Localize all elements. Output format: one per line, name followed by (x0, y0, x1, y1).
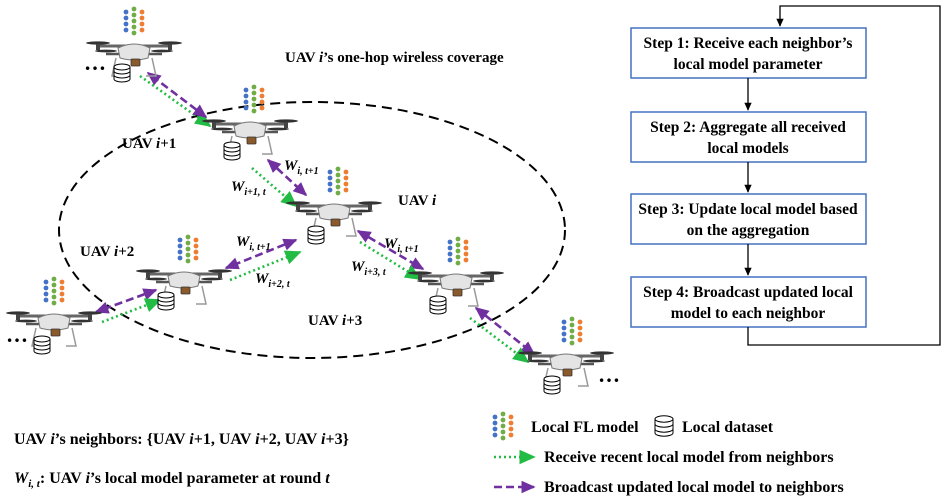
dataset-icon (33, 335, 51, 355)
coverage-ellipse (58, 101, 566, 359)
weight-label-i3-t: Wi+3, t (351, 259, 387, 278)
step-3-box: Step 3: Update local model based on the … (630, 193, 867, 245)
step-2-line-2: local models (707, 140, 788, 157)
step-3-line-2: on the aggregation (687, 222, 810, 239)
uav-i1 (200, 84, 300, 161)
drone-icon (200, 117, 300, 156)
flow-loop-arrow (747, 5, 941, 346)
fl-model-icon (123, 6, 145, 36)
weight-definition-note: Wi, t: UAV i’s local model parameter at … (14, 470, 330, 490)
fl-model-icon (177, 234, 199, 264)
uav-i1-label: UAV i+1 (122, 136, 176, 152)
receive-arrow-i3 (359, 240, 422, 281)
step-4-line-2: model to each neighbor (671, 305, 826, 322)
coverage-label: UAV i’s one-hop wireless coverage (285, 50, 504, 66)
neighbors-note: UAV i’s neighbors: {UAV i+1, UAV i+2, UA… (14, 431, 349, 448)
drone-icon (406, 269, 506, 308)
step-3-line-1: Step 3: Update local model based (638, 201, 858, 218)
step-1-box: Step 1: Receive each neighbor’s local mo… (630, 27, 867, 79)
legend-fl-model-label: Local FL model (531, 419, 639, 436)
uav-i2 (134, 234, 234, 311)
broadcast-arrow-right (474, 306, 536, 356)
dataset-icon (543, 375, 561, 395)
ellipsis-top-left: … (84, 50, 106, 75)
drone-icon (284, 199, 384, 238)
legend-dataset-icon (654, 415, 674, 437)
receive-arrow-left (101, 298, 162, 324)
dataset-icon (429, 295, 447, 315)
dataset-icon (157, 291, 175, 311)
broadcast-arrow-top-left (146, 71, 208, 119)
uav-i-label: UAV i (398, 193, 437, 209)
weight-label-i1-t: Wi+1, t (231, 179, 267, 198)
step-4-line-1: Step 4: Broadcast updated local (643, 284, 854, 301)
dataset-icon (223, 141, 241, 161)
fl-model-icon (561, 316, 583, 346)
ellipsis-right: … (598, 362, 620, 387)
receive-arrow-right (469, 316, 530, 364)
weight-label-i-t1-c: Wi, t+1 (384, 236, 419, 255)
step-1-line-1: Step 1: Receive each neighbor’s (644, 35, 853, 52)
uav-i3 (406, 236, 506, 315)
uav-i3-label: UAV i+3 (308, 313, 362, 329)
step-4-box: Step 4: Broadcast updated local model to… (630, 276, 867, 328)
drone-icon (134, 267, 234, 306)
weight-label-i-t1-a: Wi, t+1 (284, 158, 319, 177)
step-1-line-2: local model parameter (674, 56, 823, 73)
legend: Local FL model Local dataset Receive rec… (492, 411, 844, 496)
uav-i2-label: UAV i+2 (80, 244, 134, 260)
step-2-line-1: Step 2: Aggregate all received (650, 119, 846, 136)
uav-i (284, 166, 384, 245)
fl-model-icon (243, 84, 265, 114)
legend-dataset-label: Local dataset (682, 419, 774, 436)
receive-arrow-top-left (139, 74, 212, 128)
legend-receive-label: Receive recent local model from neighbor… (544, 449, 834, 466)
ellipsis-left: … (6, 322, 28, 347)
fl-model-icon (43, 276, 65, 306)
broadcast-arrow-i2 (224, 238, 298, 270)
dataset-icon (307, 225, 325, 245)
legend-broadcast-label: Broadcast updated local model to neighbo… (544, 479, 844, 496)
dataset-icon (113, 63, 131, 83)
broadcast-arrow-i3 (356, 229, 425, 271)
weight-label-i-t1-b: Wi, t+1 (236, 234, 271, 253)
broadcast-arrow-left (94, 288, 158, 314)
fl-model-icon (327, 166, 349, 196)
fl-model-icon (447, 236, 469, 266)
step-2-box: Step 2: Aggregate all received local mod… (630, 111, 867, 163)
broadcast-arrow-i1 (266, 158, 308, 197)
weight-label-i2-t: Wi+2, t (255, 271, 291, 290)
legend-fl-model-icon (492, 411, 514, 441)
